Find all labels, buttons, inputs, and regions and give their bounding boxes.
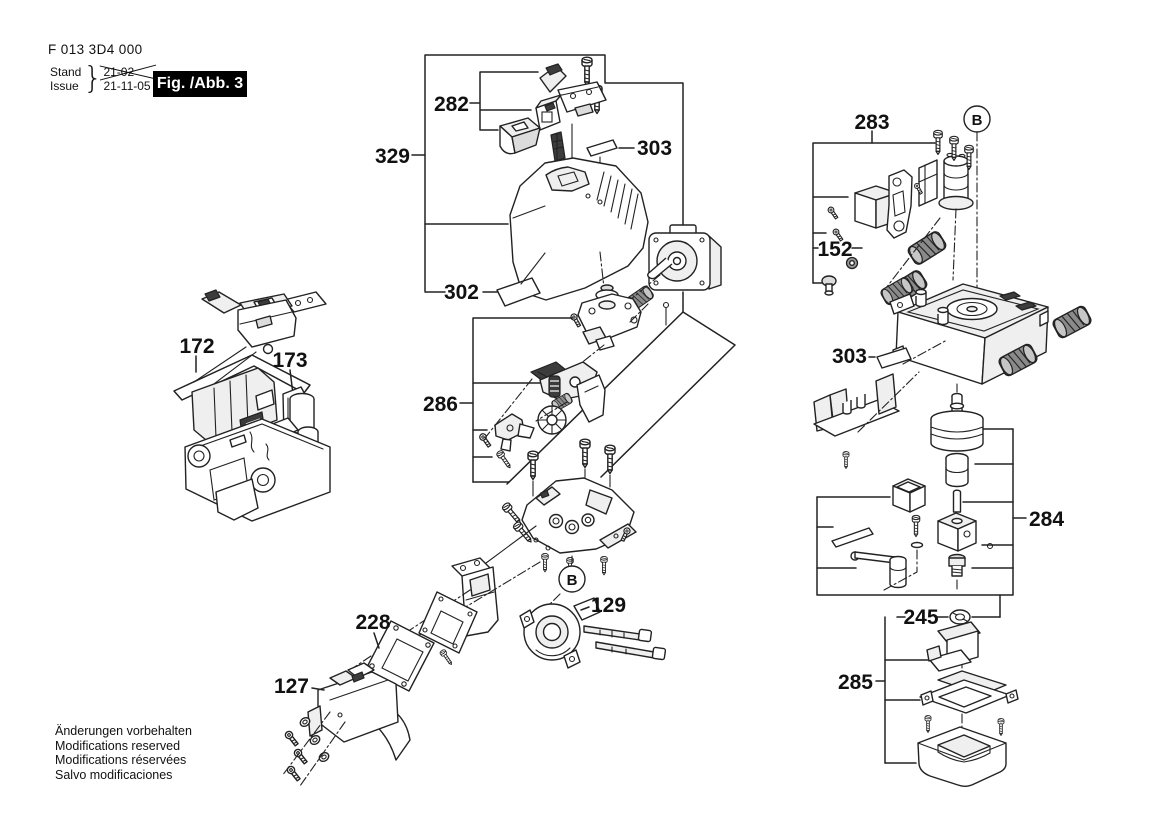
group-284-bracket: [816, 428, 1027, 618]
base-assembly-172-173: [173, 289, 331, 522]
group-286-bracket: [459, 317, 574, 483]
callout-152: 152: [817, 238, 852, 261]
callout-127: 127: [274, 675, 309, 698]
switch-lever-parts-282: [499, 63, 607, 181]
spindle-pulley: [930, 383, 1014, 452]
issue-date: 21-11-05: [103, 78, 151, 93]
mounting-plate-assembly: [500, 438, 637, 577]
assembly-panel-edges: [506, 311, 736, 485]
parts-283: [821, 129, 974, 306]
base-housing: [878, 275, 1094, 385]
callout-129: 129: [591, 594, 626, 617]
callout-172: 172: [179, 335, 214, 358]
callout-302: 302: [444, 281, 479, 304]
view-marker-b-top: B: [963, 105, 991, 299]
revision-brace: }: [83, 61, 103, 96]
figure-number-box: Fig. /Abb. 3: [153, 71, 247, 97]
gasket-group-228: [334, 525, 541, 692]
callout-329: 329: [375, 145, 410, 168]
notice-line-de: Änderungen vorbehalten: [55, 724, 192, 738]
parts-284: [831, 452, 994, 592]
callout-283: 283: [854, 111, 889, 134]
stand-label: Stand: [50, 65, 82, 79]
document-number: F 013 3D4 000: [48, 42, 143, 57]
callout-282: 282: [434, 93, 469, 116]
motor-housing-cover: [509, 157, 649, 301]
motor-mount-bracket: [813, 371, 920, 469]
callout-286: 286: [423, 393, 458, 416]
callout-173: 173: [272, 349, 307, 372]
revision-block: Stand Issue } 21-02 21-11-05: [50, 61, 151, 96]
switch-assembly-127: [281, 662, 411, 787]
group-329-brackets: [411, 54, 684, 313]
issue-label: Issue: [50, 78, 79, 93]
callout-303-top: 303: [637, 137, 672, 160]
motor: [611, 224, 722, 326]
notice-line-fr: Modifications réservées: [55, 753, 187, 767]
group-285-bracket: [875, 616, 929, 764]
callout-284: 284: [1029, 508, 1064, 531]
callout-303-right: 303: [832, 345, 867, 368]
callout-228: 228: [355, 611, 390, 634]
view-marker-b-center: B: [558, 565, 586, 593]
label-sticker-303-right: [868, 339, 948, 369]
notice-line-en: Modifications reserved: [55, 738, 181, 753]
view-b-center-letter: B: [567, 572, 578, 589]
clamp-lever-parts-286: [477, 361, 606, 471]
view-b-top-letter: B: [972, 112, 983, 129]
label-sticker-302: [496, 252, 546, 307]
notice-line-es: Salvo modificaciones: [55, 767, 173, 782]
modifications-notice: Änderungen vorbehalten Modifications res…: [55, 724, 192, 782]
callout-245: 245: [903, 606, 938, 629]
revision-labels: Stand Issue: [50, 65, 82, 93]
group-283-bracket: [812, 130, 936, 284]
callout-labels: 282 329 303 302 286 172 173 228 129 127 …: [179, 93, 1064, 698]
star-washer: [537, 405, 567, 435]
fan-housing-129: [519, 593, 667, 669]
label-sticker-303-top: [586, 139, 635, 185]
superseded-date: 21-02: [103, 65, 150, 80]
callout-285: 285: [838, 671, 873, 694]
group-245: [896, 609, 1001, 625]
revision-dates: 21-02 21-11-05: [103, 65, 151, 93]
parts-285: [917, 621, 1019, 787]
